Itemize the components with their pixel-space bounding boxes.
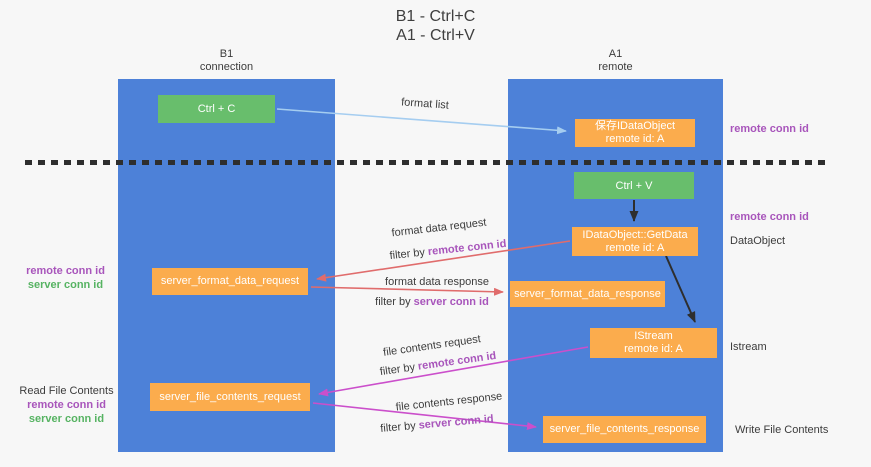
getdata-line1: IDataObject::GetData bbox=[582, 228, 688, 241]
remote-conn-id-text: remote conn id bbox=[427, 237, 507, 259]
filter-by-text: filter by bbox=[389, 246, 426, 263]
right-column-role: remote bbox=[598, 61, 633, 73]
left-server-conn-id-bottom: server conn id bbox=[28, 413, 105, 425]
left-column-name: B1 bbox=[219, 48, 234, 60]
left-column-header: B1 connection bbox=[118, 48, 335, 74]
format-list-label: format list bbox=[400, 96, 450, 112]
diagram-title: B1 - Ctrl+C A1 - Ctrl+V bbox=[0, 7, 871, 45]
saved-dataobject-box: 保存IDataObject remote id: A bbox=[575, 119, 695, 147]
istream-side-label: Istream bbox=[730, 341, 767, 353]
right-column-header: A1 remote bbox=[508, 48, 723, 74]
server-file-contents-response-label: server_file_contents_response bbox=[549, 423, 700, 435]
filter-by-text: filter by bbox=[375, 296, 411, 308]
right-remote-conn-id-mid: remote conn id bbox=[730, 211, 809, 223]
remote-conn-id-text: remote conn id bbox=[417, 349, 497, 373]
getdata-line2: remote id: A bbox=[605, 241, 665, 254]
istream-line1: IStream bbox=[634, 330, 673, 342]
read-file-contents-block: Read File Contents remote conn id server… bbox=[14, 385, 119, 427]
title-line-b1: B1 - Ctrl+C bbox=[395, 8, 476, 25]
right-column-name: A1 bbox=[608, 48, 623, 60]
filter-by-text: filter by bbox=[379, 419, 417, 435]
dataobject-label: DataObject bbox=[730, 235, 786, 247]
format-data-request-label: format data request bbox=[390, 216, 488, 240]
write-file-contents-label: Write File Contents bbox=[735, 424, 829, 436]
left-conn-id-block: remote conn id server conn id bbox=[18, 265, 113, 293]
server-format-data-request-label: server_format_data_request bbox=[160, 275, 300, 287]
ctrl-v-box: Ctrl + V bbox=[574, 172, 694, 199]
server-format-data-request-box: server_format_data_request bbox=[152, 268, 308, 295]
saved-dataobject-line2: remote id: A bbox=[605, 133, 665, 145]
title-line-a1: A1 - Ctrl+V bbox=[396, 27, 475, 44]
istream-line2: remote id: A bbox=[624, 343, 683, 355]
left-remote-conn-id-bottom: remote conn id bbox=[27, 399, 106, 411]
ctrl-v-label: Ctrl + V bbox=[615, 179, 653, 192]
left-server-conn-id: server conn id bbox=[27, 279, 104, 291]
copy-paste-separator-line bbox=[25, 160, 831, 165]
file-contents-response-label: file contents response bbox=[395, 390, 503, 414]
server-file-contents-response-box: server_file_contents_response bbox=[543, 416, 706, 443]
server-format-data-response-label: server_format_data_response bbox=[514, 287, 661, 300]
right-remote-conn-id-top: remote conn id bbox=[730, 123, 809, 135]
istream-box: IStream remote id: A bbox=[590, 328, 717, 358]
left-column-role: connection bbox=[199, 61, 254, 73]
server-file-contents-request-label: server_file_contents_request bbox=[159, 390, 301, 403]
saved-dataobject-line1: 保存IDataObject bbox=[594, 120, 676, 132]
left-remote-conn-id: remote conn id bbox=[26, 265, 105, 277]
getdata-box: IDataObject::GetData remote id: A bbox=[572, 227, 698, 256]
format-data-response-label: format data response bbox=[385, 276, 489, 288]
server-conn-id-text: server conn id bbox=[413, 296, 489, 308]
read-file-contents-label: Read File Contents bbox=[19, 385, 114, 397]
ctrl-c-label: Ctrl + C bbox=[197, 103, 236, 115]
server-format-data-response-box: server_format_data_response bbox=[510, 281, 665, 307]
ctrl-c-box: Ctrl + C bbox=[158, 95, 275, 123]
filter-by-text: filter by bbox=[379, 361, 416, 379]
server-conn-id-text: server conn id bbox=[418, 413, 495, 432]
server-file-contents-request-box: server_file_contents_request bbox=[150, 383, 310, 411]
